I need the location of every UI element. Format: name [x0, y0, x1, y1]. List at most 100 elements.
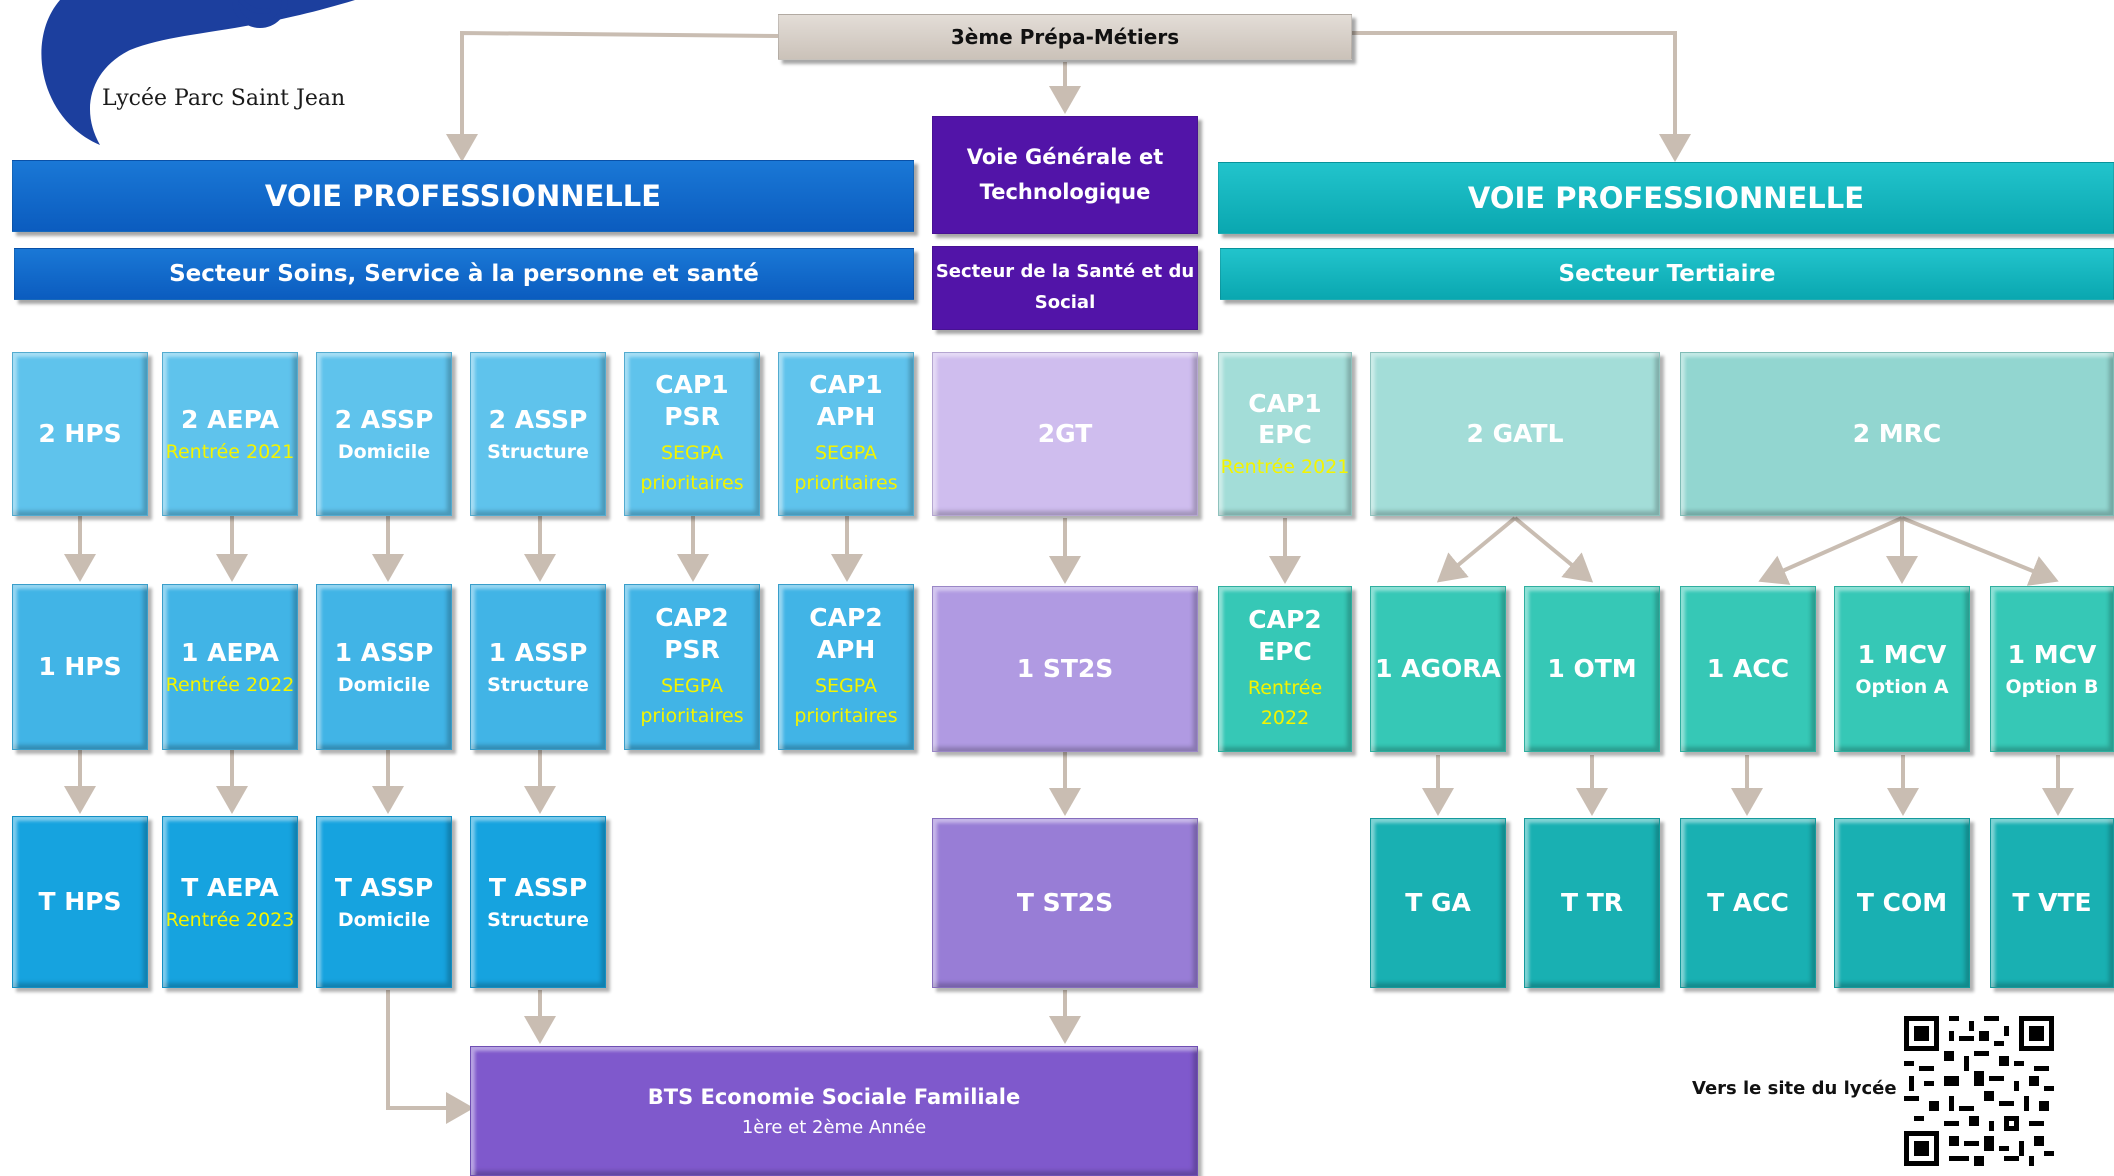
tile-subtitle: Rentrée 2022 [165, 673, 295, 696]
tile-2-gatl: 2 GATL [1370, 352, 1660, 516]
tile-title: CAP2 EPC [1248, 605, 1322, 666]
tile-subtitle-1: SEGPA [660, 674, 724, 697]
tile-title: T COM [1856, 888, 1948, 918]
tile-subtitle: Rentrée 2021 [165, 440, 295, 463]
tile-cap1-aph: CAP1 APH SEGPA prioritaires [778, 352, 914, 516]
tile-subtitle: Domicile [337, 440, 431, 463]
prepa-metiers-label: 3ème Prépa-Métiers [950, 25, 1180, 49]
tile-2-assp-structure: 2 ASSP Structure [470, 352, 606, 516]
tile-1-assp-domicile: 1 ASSP Domicile [316, 584, 452, 750]
tile-title: 2 ASSP [334, 404, 434, 434]
tile-title: 1 MCV [1857, 639, 1947, 669]
left-voie-label: VOIE PROFESSIONNELLE [264, 179, 662, 213]
tile-1-hps: 1 HPS [12, 584, 148, 750]
tile-title: CAP1 EPC [1248, 388, 1322, 450]
logo: Lycée Parc Saint Jean [20, 0, 360, 150]
tile-title: 2 HPS [38, 419, 122, 449]
tile-title: 2 AEPA [181, 404, 279, 434]
right-voie-label: VOIE PROFESSIONNELLE [1467, 181, 1865, 215]
tile-title: 1 ASSP [334, 637, 434, 667]
tile-title: T AEPA [181, 872, 279, 902]
tile-title: T ST2S [1016, 888, 1114, 918]
tile-title: 2 GATL [1466, 419, 1564, 449]
tile-t-com: T COM [1834, 818, 1970, 988]
tile-title: 1 ACC [1706, 654, 1790, 684]
tile-2-assp-domicile: 2 ASSP Domicile [316, 352, 452, 516]
tile-subtitle-1: SEGPA [660, 441, 724, 464]
tile-t-ga: T GA [1370, 818, 1506, 988]
tile-1-assp-structure: 1 ASSP Structure [470, 584, 606, 750]
tile-1-acc: 1 ACC [1680, 586, 1816, 752]
tile-t-aepa: T AEPA Rentrée 2023 [162, 816, 298, 988]
tile-cap1-epc: CAP1 EPC Rentrée 2021 [1218, 352, 1352, 516]
tile-1-mcv-option-a: 1 MCV Option A [1834, 586, 1970, 752]
tile-title: 1 ST2S [1016, 654, 1114, 684]
tile-subtitle: Rentrée 2023 [165, 908, 295, 931]
tile-subtitle-1: SEGPA [814, 674, 878, 697]
bts-subtitle: 1ère et 2ème Année [741, 1116, 927, 1138]
tile-t-assp-domicile: T ASSP Domicile [316, 816, 452, 988]
tile-subtitle-2: prioritaires [794, 472, 898, 495]
tile-subtitle-2: prioritaires [640, 472, 744, 495]
left-secteur-banner: Secteur Soins, Service à la personne et … [14, 248, 914, 300]
middle-secteur-line2: Social [1034, 292, 1096, 313]
tile-subtitle: Domicile [337, 908, 431, 931]
tile-subtitle: Domicile [337, 673, 431, 696]
tile-title: CAP2 PSR [655, 603, 729, 664]
tile-cap2-aph: CAP2 APH SEGPA prioritaires [778, 584, 914, 750]
tile-title: 1 AEPA [181, 637, 279, 667]
tile-cap2-epc: CAP2 EPC Rentrée 2022 [1218, 586, 1352, 752]
tile-t-hps: T HPS [12, 816, 148, 988]
tile-2gt: 2GT [932, 352, 1198, 516]
tile-subtitle-2: 2022 [1260, 707, 1310, 730]
right-secteur-banner: Secteur Tertiaire [1220, 248, 2114, 300]
tile-title: 2GT [1037, 419, 1093, 449]
tile-subtitle: Option B [2005, 675, 2099, 698]
middle-secteur-line1: Secteur de la Santé et du [935, 261, 1195, 283]
tile-cap1-psr: CAP1 PSR SEGPA prioritaires [624, 352, 760, 516]
tile-subtitle-2: prioritaires [640, 705, 744, 728]
tile-subtitle-1: SEGPA [814, 441, 878, 464]
tile-title: T TR [1560, 888, 1624, 918]
right-voie-banner: VOIE PROFESSIONNELLE [1218, 162, 2114, 234]
tile-title: CAP1 APH [809, 370, 883, 431]
tile-title: 2 ASSP [488, 404, 588, 434]
left-voie-banner: VOIE PROFESSIONNELLE [12, 160, 914, 232]
tile-1-otm: 1 OTM [1524, 586, 1660, 752]
tile-title: T ASSP [488, 872, 588, 902]
tile-2-aepa: 2 AEPA Rentrée 2021 [162, 352, 298, 516]
tile-1-agora: 1 AGORA [1370, 586, 1506, 752]
bts-esf-box: BTS Economie Sociale Familiale 1ère et 2… [470, 1046, 1198, 1176]
tile-2-mrc: 2 MRC [1680, 352, 2114, 516]
arrow-top-to-right-voie [1352, 31, 1691, 162]
logo-text: Lycée Parc Saint Jean [102, 86, 346, 111]
tile-title: 1 OTM [1547, 654, 1637, 684]
tile-subtitle: Structure [487, 440, 589, 463]
bts-title: BTS Economie Sociale Familiale [647, 1084, 1021, 1109]
tile-t-st2s: T ST2S [932, 818, 1198, 988]
tile-title: 1 HPS [38, 652, 122, 682]
tile-subtitle: Option A [1855, 675, 1949, 698]
arrow-top-to-left-voie [446, 30, 779, 162]
tile-subtitle-2: prioritaires [794, 705, 898, 728]
qr-code-graphic [1904, 1016, 2054, 1166]
tile-subtitle: Structure [487, 673, 589, 696]
tile-title: 1 ASSP [488, 637, 588, 667]
middle-secteur-banner: Secteur de la Santé et du Social [932, 246, 1198, 330]
tile-subtitle: Rentrée 2021 [1220, 456, 1350, 479]
tile-title: CAP2 APH [809, 603, 883, 664]
middle-voie-line2: Technologique [979, 180, 1151, 204]
tile-title: T ASSP [334, 872, 434, 902]
tile-1-aepa: 1 AEPA Rentrée 2022 [162, 584, 298, 750]
tile-1-mcv-option-b: 1 MCV Option B [1990, 586, 2114, 752]
tile-1-st2s: 1 ST2S [932, 586, 1198, 752]
tile-subtitle-1: Rentrée [1247, 676, 1323, 699]
tile-title: 1 MCV [2007, 639, 2097, 669]
tile-subtitle: Structure [487, 908, 589, 931]
tile-title: T ACC [1707, 888, 1789, 918]
tile-t-tr: T TR [1524, 818, 1660, 988]
middle-voie-banner: Voie Générale et Technologique [932, 116, 1198, 234]
qr-code-icon[interactable] [1904, 1016, 2054, 1166]
tile-t-assp-structure: T ASSP Structure [470, 816, 606, 988]
